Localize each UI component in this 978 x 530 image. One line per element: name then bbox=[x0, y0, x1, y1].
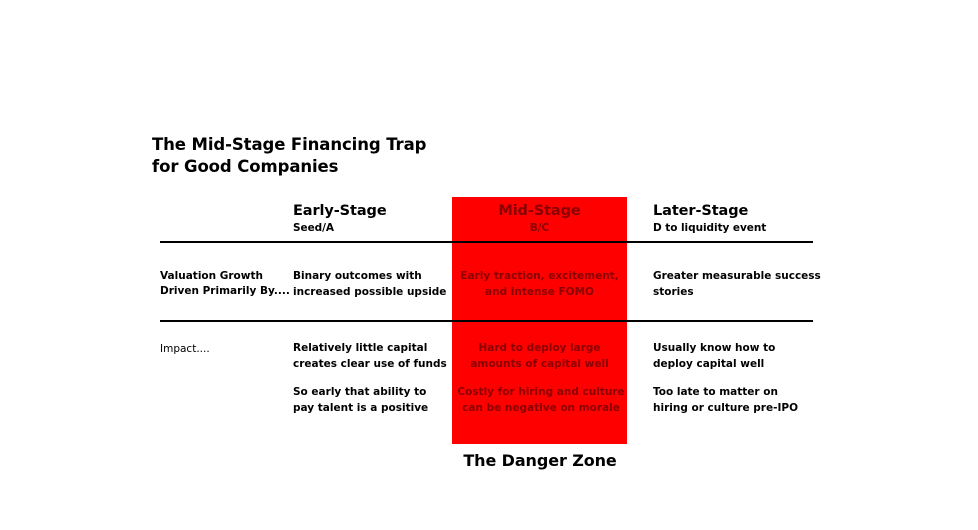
cell-impact-early-stage-2: So early that ability to pay talent is a… bbox=[293, 386, 429, 414]
danger-zone-caption: The Danger Zone bbox=[463, 451, 617, 470]
column-subtitle-mid-stage: B/C bbox=[529, 222, 550, 235]
cell-valuation-mid-stage: Early traction, excitement, and intense … bbox=[460, 270, 619, 298]
row-label-impact: Impact.... bbox=[160, 343, 210, 355]
cell-impact-mid-stage-1: Hard to deploy large amounts of capital … bbox=[470, 342, 609, 370]
row-label-valuation-growth: Valuation Growth Driven Primarily By.... bbox=[160, 270, 290, 298]
header-divider-rule bbox=[160, 241, 813, 243]
cell-impact-later-stage-2: Too late to matter on hiring or culture … bbox=[653, 386, 798, 414]
page-title: The Mid-Stage Financing Trap for Good Co… bbox=[152, 135, 427, 176]
cell-impact-early-stage-1: Relatively little capital creates clear … bbox=[293, 342, 447, 370]
column-header-later-stage: Later-Stage D to liquidity event bbox=[653, 202, 833, 236]
cell-impact-mid-stage-2: Costly for hiring and culture can be neg… bbox=[457, 386, 625, 414]
column-header-early-stage: Early-Stage Seed/A bbox=[293, 202, 443, 236]
cell-valuation-later-stage: Greater measurable success stories bbox=[653, 270, 821, 298]
column-subtitle-early-stage: Seed/A bbox=[293, 222, 334, 235]
cell-impact-later-stage-1: Usually know how to deploy capital well bbox=[653, 342, 776, 370]
column-title-later-stage: Later-Stage bbox=[653, 203, 749, 219]
column-title-early-stage: Early-Stage bbox=[293, 203, 387, 219]
column-subtitle-later-stage: D to liquidity event bbox=[653, 222, 767, 235]
column-title-mid-stage: Mid-Stage bbox=[498, 203, 581, 219]
cell-valuation-early-stage: Binary outcomes with increased possible … bbox=[293, 270, 447, 298]
column-header-mid-stage: Mid-Stage B/C bbox=[452, 202, 627, 236]
row-divider-rule bbox=[160, 320, 813, 322]
